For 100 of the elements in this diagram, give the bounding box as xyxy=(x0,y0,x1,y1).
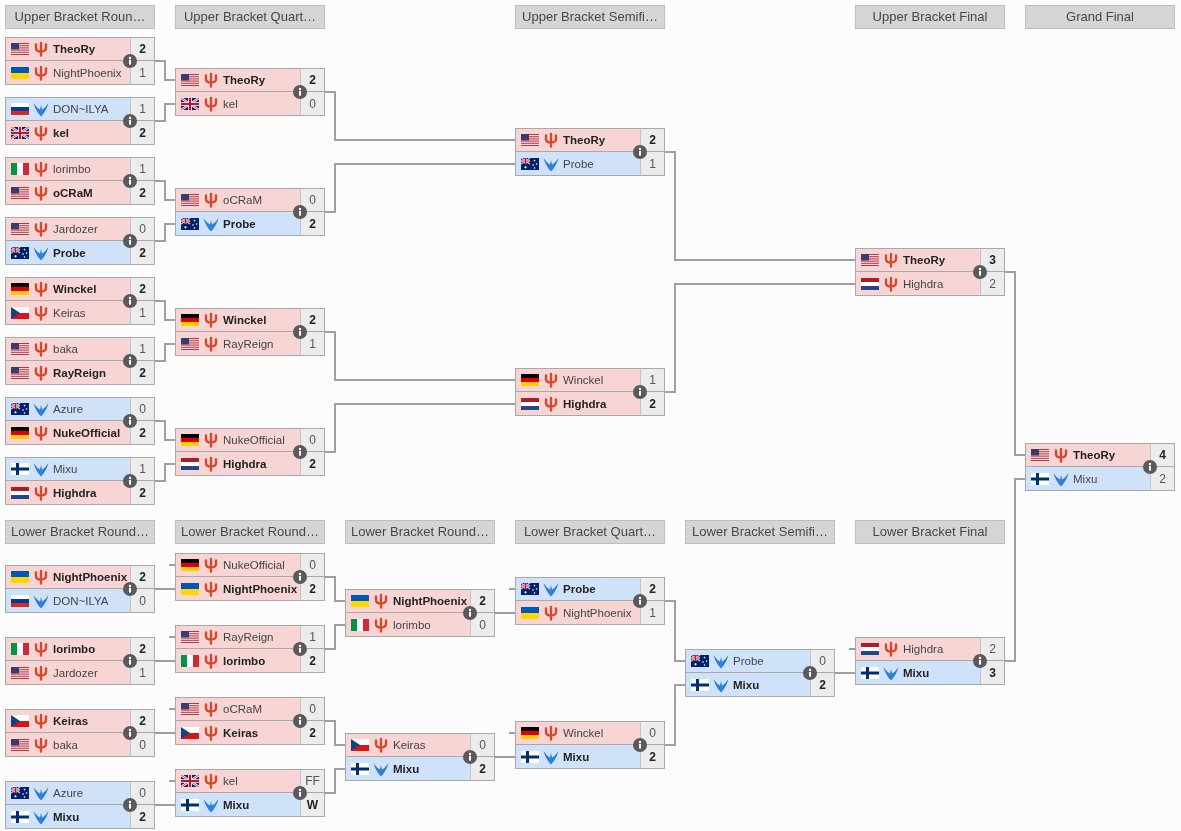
connector-line xyxy=(154,463,176,482)
player-name: NightPhoenix xyxy=(223,582,298,595)
match-box xyxy=(345,589,495,637)
match-box xyxy=(515,128,665,176)
score-cell: 2 xyxy=(300,69,324,91)
score-cell: 0 xyxy=(470,613,494,636)
score-cell: 0 xyxy=(300,554,324,576)
player-name: Probe xyxy=(223,217,256,230)
round-header: Lower Bracket Round… xyxy=(345,520,495,544)
player-name: Mixu xyxy=(903,666,930,679)
score-cell: 1 xyxy=(130,338,154,360)
connector-line xyxy=(154,103,176,122)
score-cell: 0 xyxy=(640,722,664,744)
player-name: Mixu xyxy=(733,678,760,691)
connector-line xyxy=(1004,478,1026,662)
player-name: Highdra xyxy=(223,457,267,470)
match-box xyxy=(515,577,665,625)
player-name: Winckel xyxy=(223,314,267,326)
connector-line xyxy=(324,720,346,746)
connector-line xyxy=(324,624,346,650)
connector-line xyxy=(154,343,176,362)
score-cell: 2 xyxy=(300,212,324,235)
player-name: Keiras xyxy=(53,715,89,727)
player-name: kel xyxy=(223,97,238,110)
score-cell: 2 xyxy=(640,129,664,151)
player-name: Highdra xyxy=(53,486,97,499)
player-name: DON~ILYA xyxy=(53,103,109,115)
connector-line xyxy=(154,588,176,590)
connector-line xyxy=(664,684,686,746)
match-box xyxy=(175,188,325,236)
match-box xyxy=(685,649,835,697)
player-name: Jardozer xyxy=(53,223,98,235)
match-box xyxy=(175,308,325,356)
match-box xyxy=(5,637,155,685)
connector-line xyxy=(848,648,856,650)
score-cell: 1 xyxy=(130,158,154,180)
score-cell: 1 xyxy=(130,98,154,120)
player-name: Probe xyxy=(53,246,86,259)
score-cell: 2 xyxy=(130,278,154,300)
player-name: RayReign xyxy=(223,631,274,643)
player-name: RayReign xyxy=(223,337,274,350)
player-name: Keiras xyxy=(53,306,86,319)
connector-line xyxy=(664,283,856,393)
match-box xyxy=(5,709,155,757)
player-name: NightPhoenix xyxy=(393,595,468,607)
score-cell: 2 xyxy=(470,590,494,612)
score-cell: 0 xyxy=(300,189,324,211)
score-cell: 0 xyxy=(470,734,494,756)
score-cell: 3 xyxy=(980,249,1004,271)
score-cell: 4 xyxy=(1150,444,1174,466)
connector-line xyxy=(324,91,516,141)
score-cell: 2 xyxy=(130,121,154,144)
match-box xyxy=(5,337,155,385)
player-name: NukeOfficial xyxy=(53,426,121,439)
round-header: Grand Final xyxy=(1025,5,1175,29)
score-cell: 0 xyxy=(130,733,154,756)
player-name: TheoRy xyxy=(563,134,606,146)
player-name: Mixu xyxy=(563,750,590,763)
match-box xyxy=(515,721,665,769)
score-cell: 2 xyxy=(640,745,664,768)
score-cell: 1 xyxy=(640,601,664,624)
score-cell: W xyxy=(300,793,324,816)
player-name: Mixu xyxy=(393,762,420,775)
score-cell: 2 xyxy=(300,721,324,744)
connector-line xyxy=(168,636,176,638)
round-header: Upper Bracket Roun… xyxy=(5,5,155,29)
match-box xyxy=(5,97,155,145)
player-name: Mixu xyxy=(1073,472,1098,485)
player-name: baka xyxy=(53,738,78,751)
player-name: Winckel xyxy=(53,283,97,295)
score-cell: 2 xyxy=(300,309,324,331)
score-cell: 1 xyxy=(130,661,154,684)
score-cell: 2 xyxy=(300,649,324,672)
player-name: Keiras xyxy=(223,726,259,739)
connector-line xyxy=(494,756,516,758)
player-name: lorimbo xyxy=(223,654,266,667)
player-name: Winckel xyxy=(563,727,604,739)
round-header: Lower Bracket Round… xyxy=(5,520,155,544)
score-cell: 2 xyxy=(470,757,494,780)
round-header: Lower Bracket Round… xyxy=(175,520,325,544)
player-name: Winckel xyxy=(563,374,604,386)
player-name: NukeOfficial xyxy=(223,559,285,571)
connector-line xyxy=(508,732,516,734)
match-box xyxy=(515,368,665,416)
score-cell: 2 xyxy=(640,392,664,415)
connector-line xyxy=(154,420,176,441)
player-name: NightPhoenix xyxy=(53,66,122,79)
score-cell: 2 xyxy=(130,421,154,444)
score-cell: 2 xyxy=(980,272,1004,295)
player-name: oCRaM xyxy=(53,186,93,199)
score-cell: 2 xyxy=(980,638,1004,660)
score-cell: 2 xyxy=(130,710,154,732)
match-box xyxy=(175,769,325,817)
player-name: Mixu xyxy=(223,798,250,811)
score-cell: 3 xyxy=(980,661,1004,684)
round-header: Upper Bracket Final xyxy=(855,5,1005,29)
connector-line xyxy=(154,60,176,81)
player-name: Probe xyxy=(563,157,594,170)
score-cell: 1 xyxy=(300,332,324,355)
round-header: Upper Bracket Quart… xyxy=(175,5,325,29)
